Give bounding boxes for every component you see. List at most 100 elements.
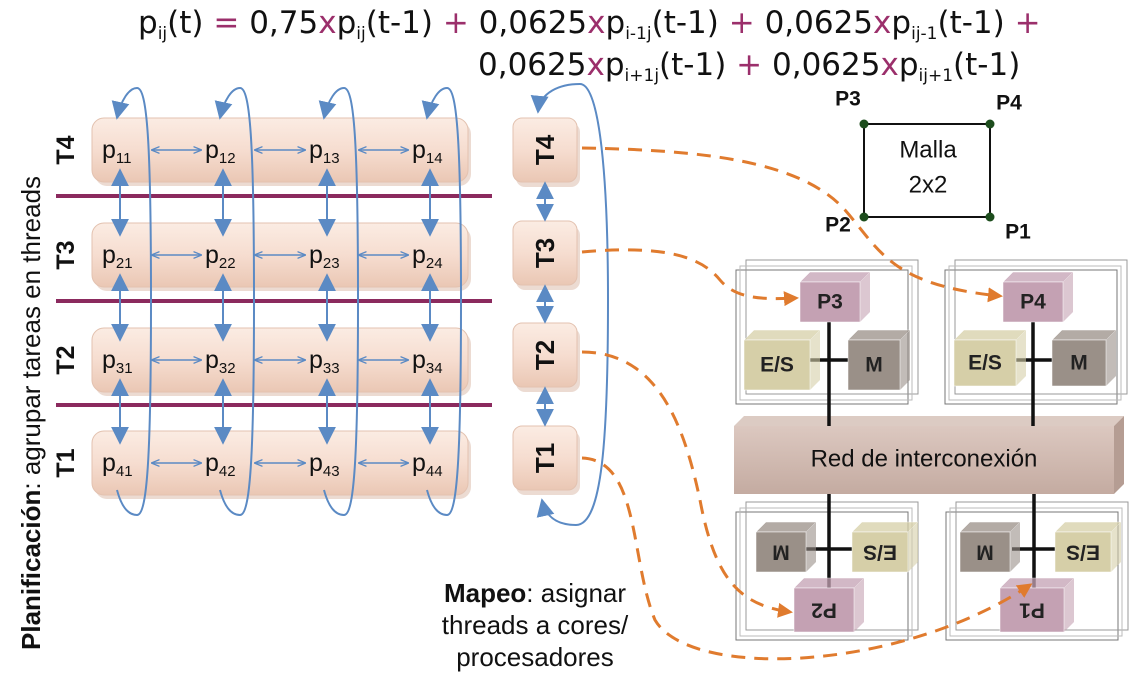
memory-module-top	[1051, 329, 1117, 341]
thread-wraparound-arrow	[530, 82, 610, 527]
mesh-node	[985, 212, 995, 222]
processor-p4-top	[1002, 271, 1074, 283]
dependency-arrows	[111, 82, 610, 527]
mesh-node	[859, 212, 869, 222]
formula-operator: x	[318, 5, 337, 41]
wraparound-arrow	[111, 86, 153, 517]
task-cell-subscript: 24	[426, 255, 443, 272]
node-frame	[954, 259, 1128, 395]
network-top	[734, 416, 1124, 426]
processor-p1-top	[999, 577, 1075, 589]
formula-term: (t-1)	[365, 5, 443, 41]
formula-operator: x	[880, 47, 899, 83]
task-cell-subscript: 14	[426, 150, 443, 167]
processor-p3-label: P3	[817, 291, 843, 314]
mesh-node-label: P2	[825, 214, 851, 237]
io-module-front	[953, 339, 1017, 387]
io-module: E/S	[953, 329, 1027, 387]
task-cell-subscript: 12	[219, 150, 236, 167]
processor-p4-front	[1002, 281, 1064, 323]
task-cell-base: p	[102, 241, 116, 269]
mapping-arrow-t1	[581, 456, 1033, 661]
mapping-arrow-t2	[581, 350, 793, 618]
mesh-node-label: P3	[835, 88, 861, 111]
memory-module-side	[900, 330, 910, 390]
mapeo-line2: threads a cores/	[441, 609, 629, 640]
task-cell: p42	[205, 449, 236, 480]
processor-p2-front	[793, 587, 855, 633]
io-module-top	[743, 329, 821, 341]
io-module-label: E/S	[760, 354, 794, 377]
processor-p4-side	[1063, 272, 1073, 322]
memory-module: M	[755, 521, 817, 573]
io-module-front	[851, 531, 909, 573]
mapeo-rest: : asignar	[526, 578, 627, 608]
mesh-node-label: P1	[1005, 221, 1031, 244]
io-module-label: E/S	[1066, 541, 1100, 564]
formula-term: (t)	[167, 5, 214, 41]
task-cell-base: p	[205, 346, 219, 374]
task-cell-subscript: 23	[323, 255, 340, 272]
formula-term: pi+1j	[604, 47, 660, 86]
formula-operator: x	[873, 5, 892, 41]
task-cell-base: p	[309, 346, 323, 374]
formula-line-1: pij(t) = 0,75xpij(t-1) + 0,0625xpi-1j(t-…	[138, 5, 1041, 43]
memory-module: M	[1051, 329, 1117, 387]
formula-subscript: ij+1	[918, 66, 954, 86]
formula-term: (t-1)	[937, 5, 1015, 41]
thread-box-label: T3	[530, 238, 560, 268]
memory-module-top	[847, 329, 911, 341]
thread-box-label: T1	[530, 443, 560, 473]
formula-subscript: ij-1	[911, 24, 938, 44]
formula-term: 0,0625	[764, 5, 874, 41]
processor-p3-side	[860, 272, 870, 322]
task-cell-base: p	[309, 241, 323, 269]
memory-module: M	[959, 521, 1021, 573]
task-cell: p23	[309, 241, 340, 272]
task-cell-subscript: 44	[426, 463, 443, 480]
memory-module-side	[806, 522, 816, 572]
io-module-top	[851, 521, 919, 533]
task-cell: p34	[412, 346, 443, 377]
processor-p4: P4	[1002, 271, 1074, 323]
memory-module-label: M	[976, 541, 994, 564]
task-cell: p31	[102, 346, 133, 377]
mesh-node-label: P4	[996, 92, 1022, 115]
task-cell-base: p	[412, 449, 426, 477]
memory-module-front	[1051, 339, 1107, 387]
node-frame	[739, 265, 913, 401]
io-module-side	[810, 330, 820, 390]
row-thread-label: T3	[52, 240, 80, 269]
wraparound-arrow	[318, 86, 360, 517]
io-module-front	[743, 339, 811, 391]
formula-operator: =	[213, 5, 250, 41]
task-cell: p14	[412, 136, 443, 167]
memory-module-label: M	[865, 354, 883, 377]
formula-operator: +	[728, 5, 765, 41]
processor-p2: P2	[793, 577, 865, 633]
mesh-node	[985, 119, 995, 129]
task-cell-subscript: 43	[323, 463, 340, 480]
task-cell-base: p	[309, 136, 323, 164]
processor-p1-label: P1	[1019, 599, 1045, 622]
processor-p1: P1	[999, 577, 1075, 633]
task-cell: p12	[205, 136, 236, 167]
wraparound-arrow	[421, 86, 463, 517]
task-cell: p13	[309, 136, 340, 167]
processor-p2-label: P2	[811, 599, 837, 622]
task-cell-base: p	[102, 136, 116, 164]
task-cell-base: p	[205, 136, 219, 164]
task-cell-subscript: 34	[426, 360, 443, 377]
network-bar	[734, 426, 1114, 494]
thread-box-label: T4	[530, 134, 560, 165]
task-cell: p41	[102, 449, 133, 480]
io-module: E/S	[743, 329, 821, 391]
io-module: E/S	[1054, 521, 1122, 573]
task-cell: p21	[102, 241, 133, 272]
memory-module-label: M	[772, 541, 790, 564]
node-frame	[948, 265, 1122, 401]
node-frame	[944, 269, 1118, 405]
task-cell-subscript: 13	[323, 150, 340, 167]
memory-module-label: M	[1070, 352, 1088, 375]
